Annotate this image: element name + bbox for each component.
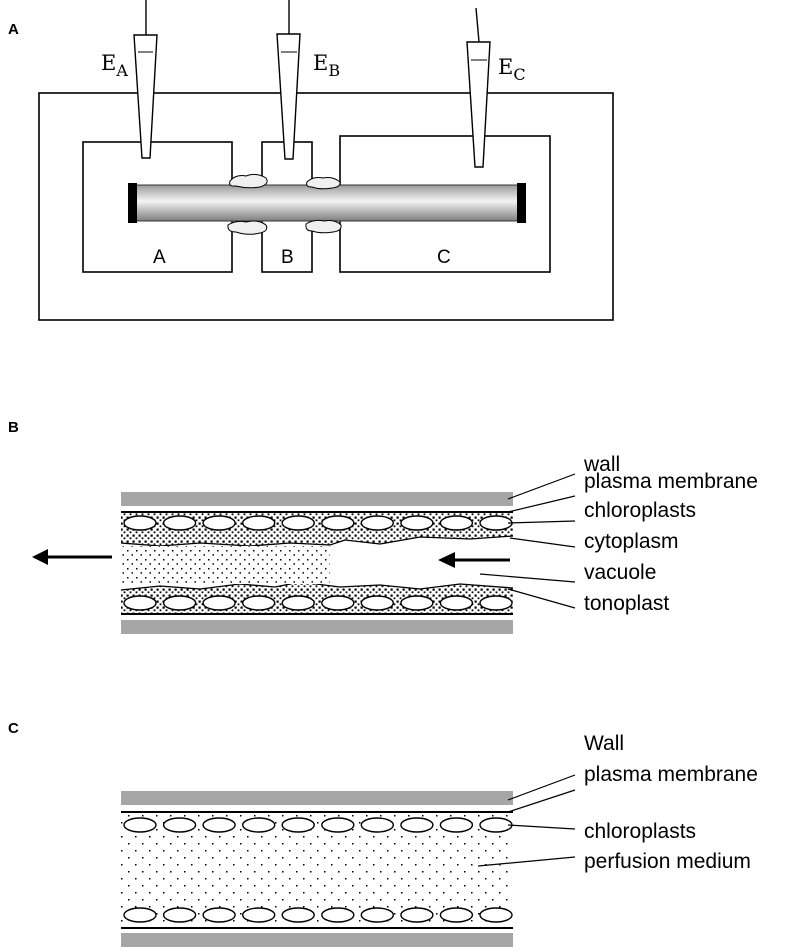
chamber-label-a: A <box>153 247 166 268</box>
chloroplast-icon <box>242 595 276 611</box>
leader-chloroplasts <box>507 824 576 830</box>
chloroplast-icon <box>400 907 434 923</box>
chloroplast-icon <box>202 595 236 611</box>
chloroplast-row-bottom <box>123 907 513 923</box>
chloroplast-icon <box>281 907 315 923</box>
chloroplast-icon <box>400 595 434 611</box>
label-perfusion-medium: perfusion medium <box>584 850 751 873</box>
chloroplast-icon <box>360 907 394 923</box>
panel-a-letter: A <box>8 21 19 38</box>
leader-plasma-membrane <box>507 495 576 513</box>
electrode-label-a: EA <box>101 51 128 80</box>
chloroplast-icon <box>281 515 315 531</box>
leader-cytoplasm <box>509 537 576 548</box>
chloroplast-icon <box>162 907 197 923</box>
chloroplast-icon <box>202 817 236 833</box>
chloroplast-icon <box>360 515 394 531</box>
leader-perfusion-medium <box>477 856 576 867</box>
seal-top-left <box>229 173 268 189</box>
chloroplast-icon <box>162 817 197 833</box>
chloroplast-icon <box>479 515 513 531</box>
leader-chloroplasts <box>507 520 576 524</box>
cell-wall-bottom <box>121 620 513 634</box>
chloroplast-row-top <box>123 515 513 531</box>
label-vacuole: vacuole <box>584 561 656 584</box>
chloroplast-icon <box>162 515 197 531</box>
chloroplast-icon <box>242 907 276 923</box>
electrode-icon <box>276 0 301 160</box>
chloroplast-icon <box>479 817 513 833</box>
chloroplast-icon <box>360 595 394 611</box>
panel-b: B wall plasma membrane <box>8 419 758 634</box>
chloroplast-icon <box>360 817 394 833</box>
chloroplast-icon <box>321 595 355 611</box>
chloroplast-icon <box>162 595 197 611</box>
chloroplast-icon <box>123 595 157 611</box>
label-chloroplasts: chloroplasts <box>584 499 696 522</box>
vacuole-contents <box>121 546 330 584</box>
panel-b-letter: B <box>8 419 19 436</box>
chloroplast-icon <box>439 907 474 923</box>
chloroplast-icon <box>439 817 474 833</box>
chloroplast-icon <box>123 817 157 833</box>
chloroplast-icon <box>242 515 276 531</box>
chloroplast-icon <box>281 595 315 611</box>
chloroplast-icon <box>479 595 513 611</box>
left-arrow-icon <box>32 549 112 565</box>
electrode-icon <box>466 7 491 168</box>
outer-bath <box>38 92 614 321</box>
chamber-label-b: B <box>281 247 294 268</box>
label-tonoplast: tonoplast <box>584 592 669 615</box>
chloroplast-icon <box>400 515 434 531</box>
label-plasma-membrane: plasma membrane <box>584 470 758 493</box>
leader-tonoplast <box>507 588 576 609</box>
chloroplast-row-top <box>123 817 513 833</box>
chloroplast-icon <box>202 515 236 531</box>
left-arrow-icon <box>438 552 510 568</box>
label-chloroplasts: chloroplasts <box>584 820 696 843</box>
leader-plasma-membrane <box>507 789 576 813</box>
chloroplast-icon <box>202 907 236 923</box>
electrode-icon <box>133 0 158 159</box>
label-wall: wall <box>583 453 620 476</box>
label-cytoplasm: cytoplasm <box>584 530 679 553</box>
chloroplast-row-bottom <box>123 595 513 611</box>
chloroplast-icon <box>479 907 513 923</box>
chloroplast-icon <box>400 817 434 833</box>
panel-c-letter: C <box>8 720 19 737</box>
chloroplast-icon <box>281 817 315 833</box>
electrode-label-c: EC <box>498 55 526 84</box>
leader-wall <box>507 774 576 801</box>
chloroplast-icon <box>321 907 355 923</box>
cell-end-right <box>517 183 526 223</box>
chamber-label-c: C <box>437 247 451 268</box>
label-plasma-membrane: plasma membrane <box>584 763 758 786</box>
electrode-label-b: EB <box>313 51 340 80</box>
chloroplast-icon <box>439 595 474 611</box>
chloroplast-icon <box>242 817 276 833</box>
leader-vacuole <box>479 573 576 583</box>
cell-wall-top <box>121 492 513 506</box>
seal-top-right <box>306 177 341 190</box>
chloroplast-icon <box>439 515 474 531</box>
chloroplast-icon <box>123 515 157 531</box>
panel-a: A EA EB EC A <box>8 0 614 321</box>
characean-cell <box>132 184 524 222</box>
leader-wall <box>507 473 576 500</box>
chloroplast-icon <box>123 907 157 923</box>
cell-wall-top <box>121 791 513 805</box>
chloroplast-icon <box>321 515 355 531</box>
seal-bottom-right <box>305 219 342 234</box>
seal-bottom-left <box>227 220 268 235</box>
cell-end-left <box>128 183 137 223</box>
label-wall: Wall <box>584 732 624 755</box>
tonoplast-top <box>120 535 514 547</box>
chloroplast-icon <box>321 817 355 833</box>
cell-wall-bottom <box>121 933 513 947</box>
panel-c: C Wall plasma membrane chloroplasts perf… <box>8 720 758 947</box>
